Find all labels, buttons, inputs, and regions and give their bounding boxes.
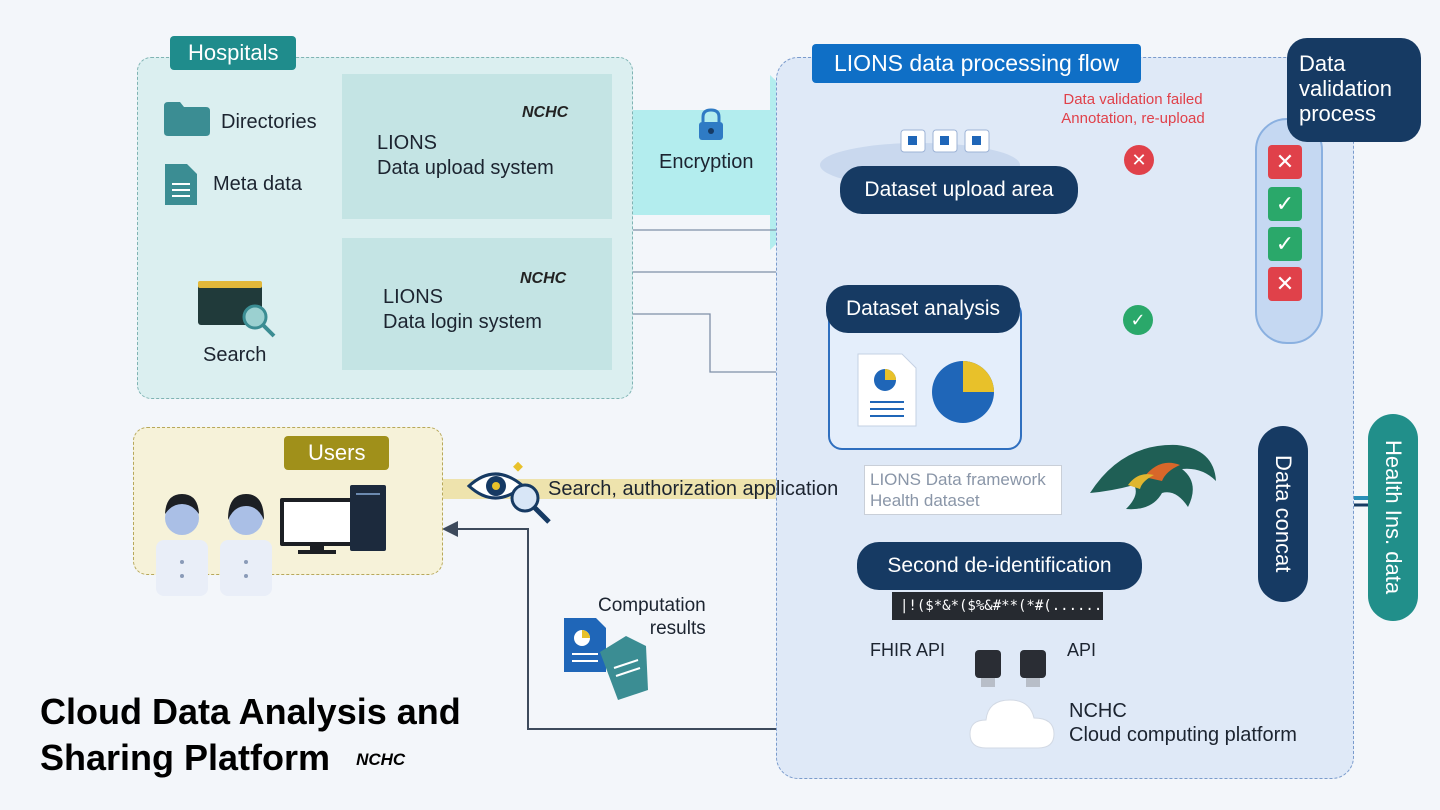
nchc-platform-label: NCHC Cloud computing platform: [1069, 700, 1297, 746]
cloud-icon: [969, 699, 1055, 749]
lock-icon: [699, 108, 723, 140]
validation-pass-icon: ✓: [1268, 227, 1302, 261]
users-icon: [156, 485, 386, 596]
login-system-box[interactable]: [342, 238, 612, 370]
eye-search-icon: [466, 461, 551, 524]
users-title: Users: [284, 436, 390, 470]
login-system-label: LIONS Data login system: [383, 286, 542, 333]
nchc-logo-title: NCHC: [356, 750, 406, 770]
upload-system-label: LIONS Data upload system: [377, 132, 554, 179]
encryption-label: Encryption: [659, 151, 754, 173]
search-authorization-label: Search, authorization application: [548, 478, 839, 500]
search-label: Search: [203, 344, 267, 366]
api-plug-icon: [975, 650, 1046, 687]
fhir-api-label: FHIR API: [870, 640, 946, 660]
search-window-icon: [198, 281, 276, 338]
validation-failed-note: Data validation failed Annotation, re-up…: [1061, 91, 1205, 127]
folder-icon: [164, 102, 210, 136]
nchc-logo-upload: NCHC: [522, 104, 569, 121]
platform-title: Cloud Data Analysis and Sharing Platform…: [40, 691, 461, 778]
computation-results-label: Computation results: [598, 595, 706, 639]
validation-pass-icon: ✓: [1268, 187, 1302, 221]
pass-check-icon: ✓: [1123, 305, 1153, 335]
second-de-identification[interactable]: Second de-identification: [857, 542, 1142, 590]
computation-results-icon: [564, 618, 648, 700]
lions-logo-icon: [1090, 444, 1216, 510]
validation-process-title: Data validation process: [1287, 38, 1421, 142]
metadata-label: Meta data: [213, 173, 302, 195]
dataset-analysis[interactable]: Dataset analysis: [826, 285, 1020, 333]
data-concat: Data concat: [1258, 426, 1308, 602]
document-icon: [165, 164, 197, 205]
fail-x-icon: ✕: [1124, 145, 1154, 175]
nchc-logo-login: NCHC: [520, 270, 567, 287]
api-label: API: [1067, 640, 1097, 660]
health-ins-data: Health Ins. data: [1368, 414, 1418, 621]
upload-system-box[interactable]: [342, 74, 612, 219]
validation-fail-icon: ✕: [1268, 267, 1302, 301]
dataset-upload-area[interactable]: Dataset upload area: [840, 166, 1078, 214]
analysis-report-icon: [857, 353, 994, 427]
validation-fail-icon: ✕: [1268, 145, 1302, 179]
directories-label: Directories: [221, 111, 317, 133]
lions-flow-title: LIONS data processing flow: [812, 44, 1142, 83]
garbled-output: |!($*&*($%&#**(*#(........: [892, 592, 1103, 620]
hospitals-title: Hospitals: [170, 36, 297, 70]
data-framework-box: LIONS Data framework Health dataset: [864, 465, 1062, 515]
